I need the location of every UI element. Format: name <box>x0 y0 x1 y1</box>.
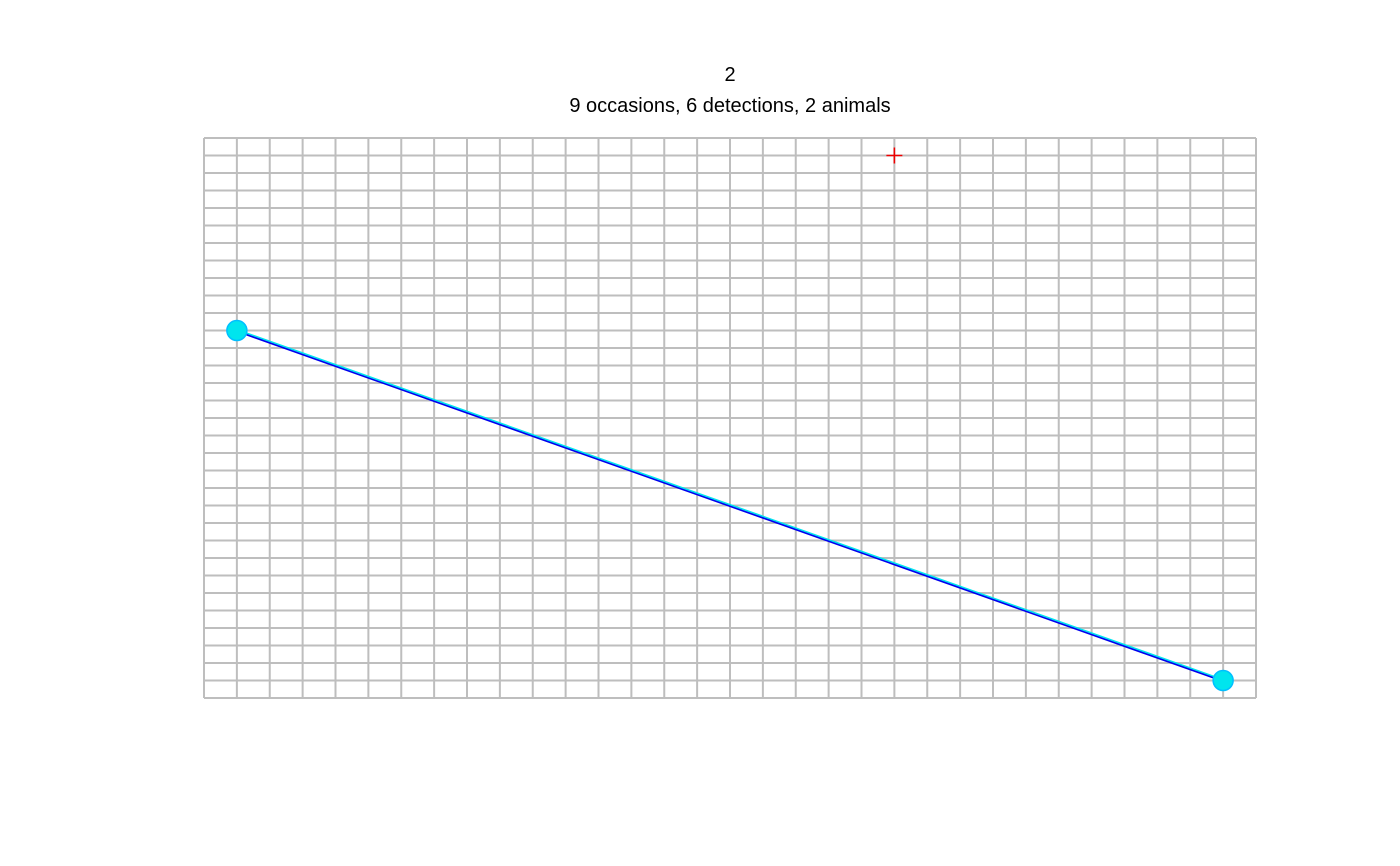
capture-paths <box>226 319 1234 692</box>
detection-point <box>226 319 248 342</box>
centroid-markers <box>886 147 903 164</box>
detection-point <box>1212 669 1234 692</box>
chart-title: 2 <box>724 64 736 86</box>
capture-path-line <box>236 330 1224 683</box>
detector-grid <box>203 137 1257 699</box>
chart-subtitle: 9 occasions, 6 detections, 2 animals <box>569 95 891 117</box>
centroid-cross-marker <box>886 147 903 164</box>
capture-path-line <box>236 328 1224 681</box>
